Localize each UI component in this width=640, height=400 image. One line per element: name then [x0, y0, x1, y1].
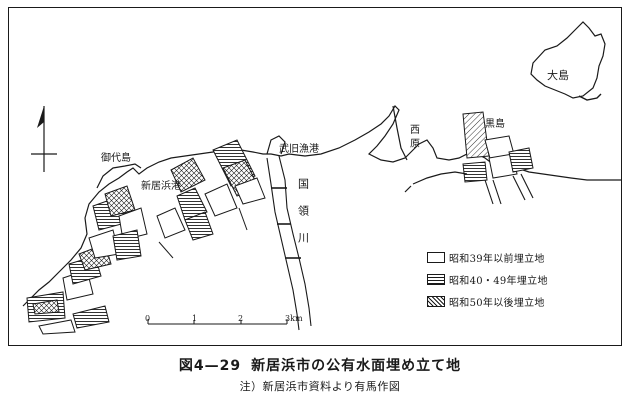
takehara-jetty — [266, 135, 286, 155]
east-breakwater — [412, 171, 468, 185]
ohshima-island — [530, 21, 606, 99]
legend-item: 昭和40・49年埋立地 — [427, 268, 587, 290]
legend-label: 昭和39年以前埋立地 — [449, 253, 545, 265]
scale-tick-label: 1 — [192, 314, 198, 323]
legend-swatch — [427, 273, 445, 285]
kokuryo-river-bridges — [271, 187, 301, 259]
label-nishihara: 西原 — [407, 124, 419, 152]
label-gotaishima: 御代島 — [101, 153, 131, 164]
east-breakwater-2 — [404, 185, 412, 193]
niihama-port-reclamation — [156, 139, 266, 259]
label-kokuryo-river: 国領川 — [296, 178, 310, 259]
east-harbor-reclamation — [462, 111, 534, 205]
legend-item: 昭和39年以前埋立地 — [427, 246, 587, 268]
scale-tick-label: 0 — [145, 314, 151, 323]
nishihara-peninsula — [392, 105, 408, 161]
figure-caption: 図4—29 新居浜市の公有水面埋め立て地 — [0, 355, 640, 375]
north-arrow-icon — [31, 106, 57, 172]
gotaishima-coast — [96, 163, 142, 189]
label-kurojima: 黒島 — [485, 119, 505, 130]
label-takehara-fishing-port: 武旧漁港 — [279, 144, 319, 155]
legend: 昭和39年以前埋立地 昭和40・49年埋立地 昭和50年以後埋立地 — [427, 246, 587, 312]
figure-number: 図4—29 — [178, 358, 242, 374]
legend-label: 昭和50年以後埋立地 — [449, 297, 545, 309]
kokuryo-river-east-bank — [278, 155, 312, 327]
ohshima-coast-detail — [578, 93, 602, 101]
legend-swatch — [427, 251, 445, 263]
legend-swatch — [427, 295, 445, 307]
kokuryo-river-west-bank — [266, 157, 300, 331]
label-niihama-port: 新居浜港 — [141, 181, 181, 192]
figure-title: 新居浜市の公有水面埋め立て地 — [251, 358, 462, 374]
map-frame: 大島 御代島 新居浜港 武旧漁港 国領川 西原 黒島 昭和39年以前埋立地 昭和… — [8, 7, 622, 346]
scale-bar — [147, 319, 288, 325]
west-reclamation — [26, 185, 148, 335]
legend-item: 昭和50年以後埋立地 — [427, 290, 587, 312]
legend-label: 昭和40・49年埋立地 — [449, 275, 548, 287]
figure-note: 注）新居浜市資料より有馬作図 — [239, 380, 401, 393]
scale-tick-label: 2 — [238, 314, 244, 323]
scale-tick-label: 3km — [285, 314, 303, 323]
map-drawing — [22, 21, 621, 335]
label-ohshima: 大島 — [547, 69, 569, 82]
